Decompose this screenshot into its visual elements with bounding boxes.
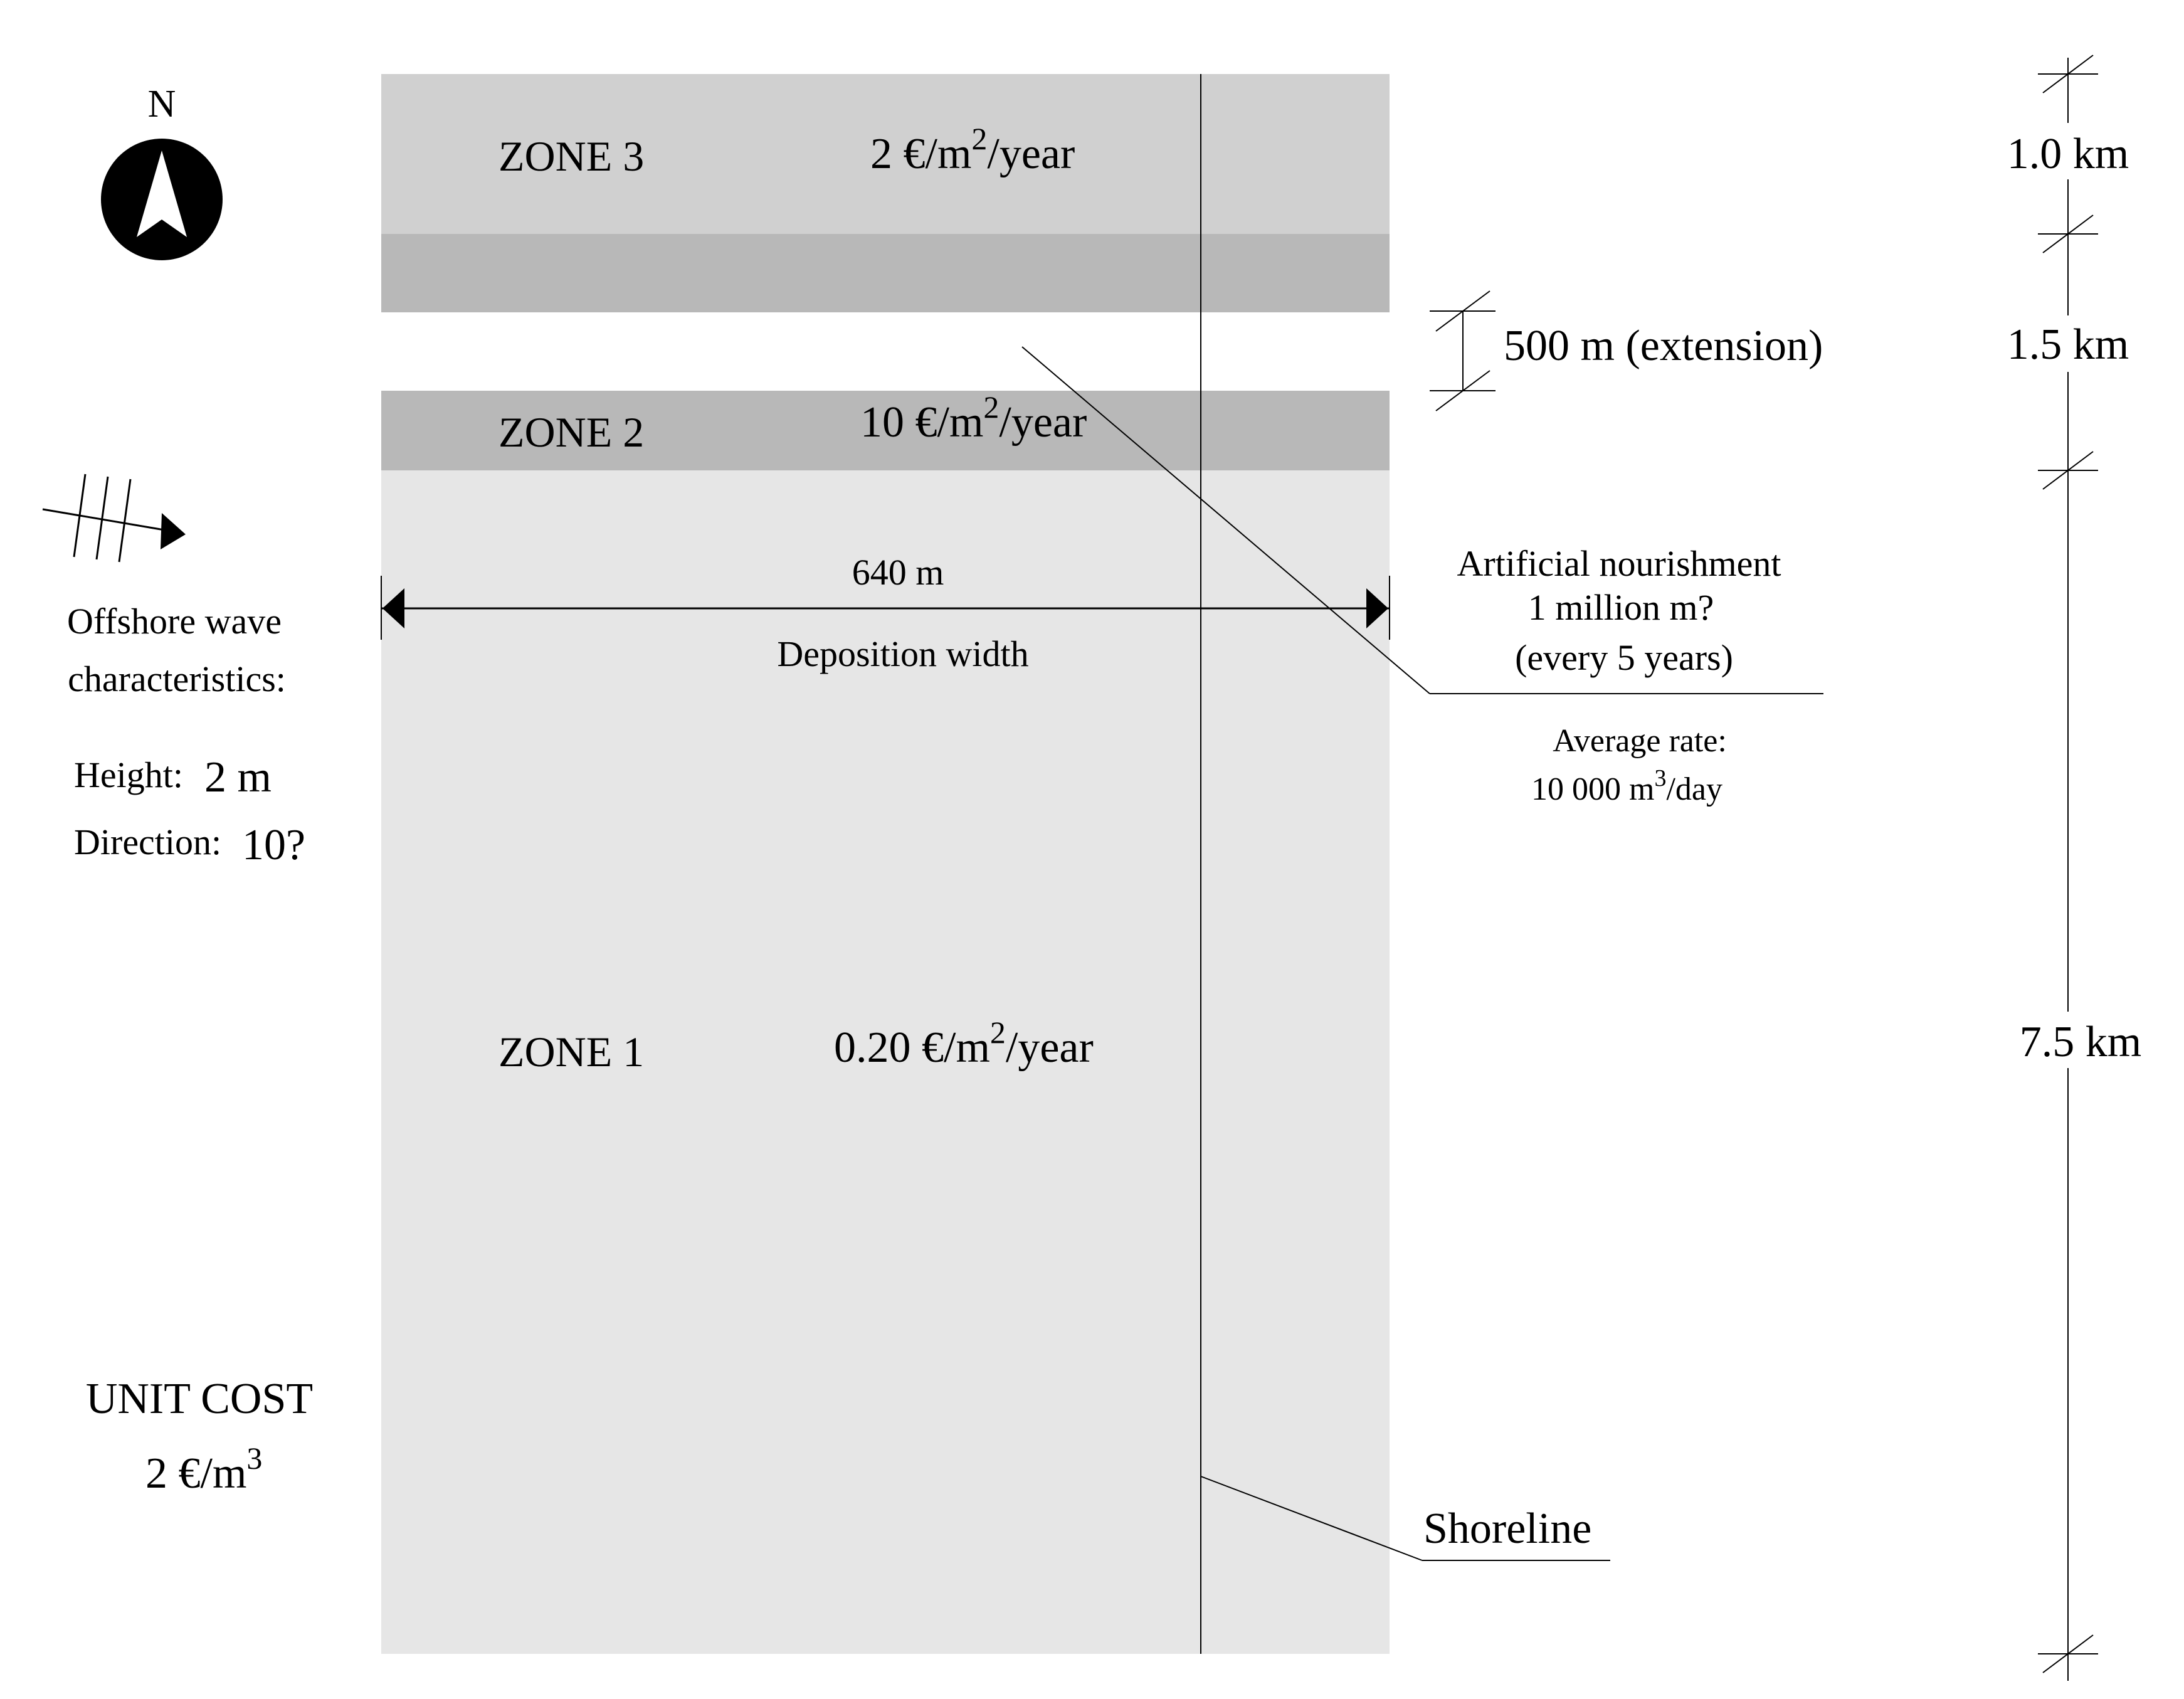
scale-segment-3: 7.5 km: [2020, 1018, 2141, 1066]
nourishment-rate-value: 10 000 m3/day: [1531, 765, 1722, 807]
scale-label-bg-3: [2007, 1012, 2155, 1068]
wave-height-label: Height:: [74, 754, 183, 795]
wave-height-value: 2 m: [204, 753, 272, 802]
unit-cost-value: 2 €/m3: [145, 1441, 262, 1498]
wave-direction-icon: [42, 474, 186, 563]
zone2-band: [381, 391, 1390, 470]
scale-segment-2: 1.5 km: [2007, 320, 2129, 369]
north-label: N: [148, 83, 176, 125]
extension-dimension: [1430, 290, 1496, 411]
nourishment-rate-label: Average rate:: [1553, 723, 1727, 759]
deposition-arrow-left: [382, 588, 404, 628]
zone1-area: [381, 470, 1390, 1654]
zone2-cost: 10 €/m2/year: [860, 389, 1087, 447]
deposition-width-value: 640 m: [852, 552, 944, 593]
zone3-cost: 2 €/m2/year: [870, 121, 1075, 178]
wave-direction-label: Direction:: [74, 822, 221, 862]
deposition-width-label: Deposition width: [777, 633, 1028, 674]
nourishment-line2: 1 million m?: [1528, 587, 1714, 628]
zone3-lower-band: [381, 234, 1390, 312]
shoreline-leader: [1200, 1476, 1423, 1561]
scale-label-bg-1: [2000, 123, 2138, 179]
nourishment-leader: [1021, 346, 1430, 694]
zone2-label: ZONE 2: [499, 408, 644, 456]
nourishment-line1: Artificial nourishment: [1457, 543, 1781, 584]
wave-title-line2: characteristics:: [68, 659, 286, 699]
scale-bar-ticks: [2038, 55, 2098, 1673]
scale-segment-1: 1.0 km: [2007, 130, 2129, 178]
zone1-cost: 0.20 €/m2/year: [834, 1015, 1094, 1072]
nourishment-line3: (every 5 years): [1515, 637, 1733, 678]
wave-direction-value: 10?: [242, 821, 305, 869]
unit-cost-label: UNIT COST: [86, 1375, 313, 1423]
extension-label: 500 m (extension): [1504, 322, 1823, 370]
zone3-label: ZONE 3: [499, 132, 644, 180]
zone3-band: [381, 74, 1390, 234]
scale-label-bg-2: [2000, 315, 2138, 372]
shoreline-label: Shoreline: [1423, 1505, 1591, 1553]
wave-title-line1: Offshore wave: [67, 601, 282, 642]
north-arrow-icon: [101, 139, 223, 260]
deposition-arrow-right: [1366, 588, 1388, 628]
zone1-label: ZONE 1: [499, 1028, 644, 1076]
